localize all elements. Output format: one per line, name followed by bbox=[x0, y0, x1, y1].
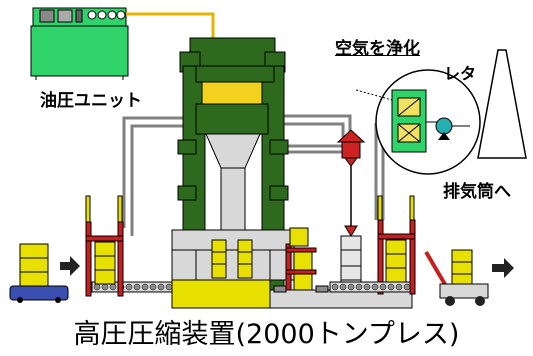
right-rack bbox=[377, 195, 416, 295]
hydraulic-unit bbox=[30, 7, 129, 80]
purification-detail bbox=[355, 69, 481, 175]
right-conveyor bbox=[329, 281, 411, 293]
press-drums bbox=[211, 239, 253, 279]
diagram-caption: 高圧圧縮装置(2000トンプレス) bbox=[73, 319, 460, 350]
right-arrow bbox=[492, 258, 514, 278]
hydraulic-unit-label: 油圧ユニット bbox=[40, 91, 142, 111]
left-conveyor bbox=[91, 281, 173, 293]
reta-label: レタ bbox=[444, 64, 477, 83]
left-rack bbox=[85, 195, 124, 297]
ram-cylinder bbox=[201, 81, 263, 105]
exhaust-stack bbox=[477, 49, 527, 159]
piston bbox=[171, 133, 295, 281]
gray-ducts bbox=[122, 114, 385, 236]
hand-truck bbox=[424, 249, 489, 306]
left-pallet bbox=[9, 243, 69, 303]
left-arrow bbox=[60, 256, 80, 276]
exhaust-stack-label: 排気筒へ bbox=[443, 182, 511, 202]
press-base bbox=[171, 279, 271, 309]
middle-shelves bbox=[273, 227, 329, 293]
hoist bbox=[336, 129, 366, 293]
air-purification-label: 空気を浄化 bbox=[335, 39, 420, 59]
floor-plate bbox=[269, 289, 413, 309]
